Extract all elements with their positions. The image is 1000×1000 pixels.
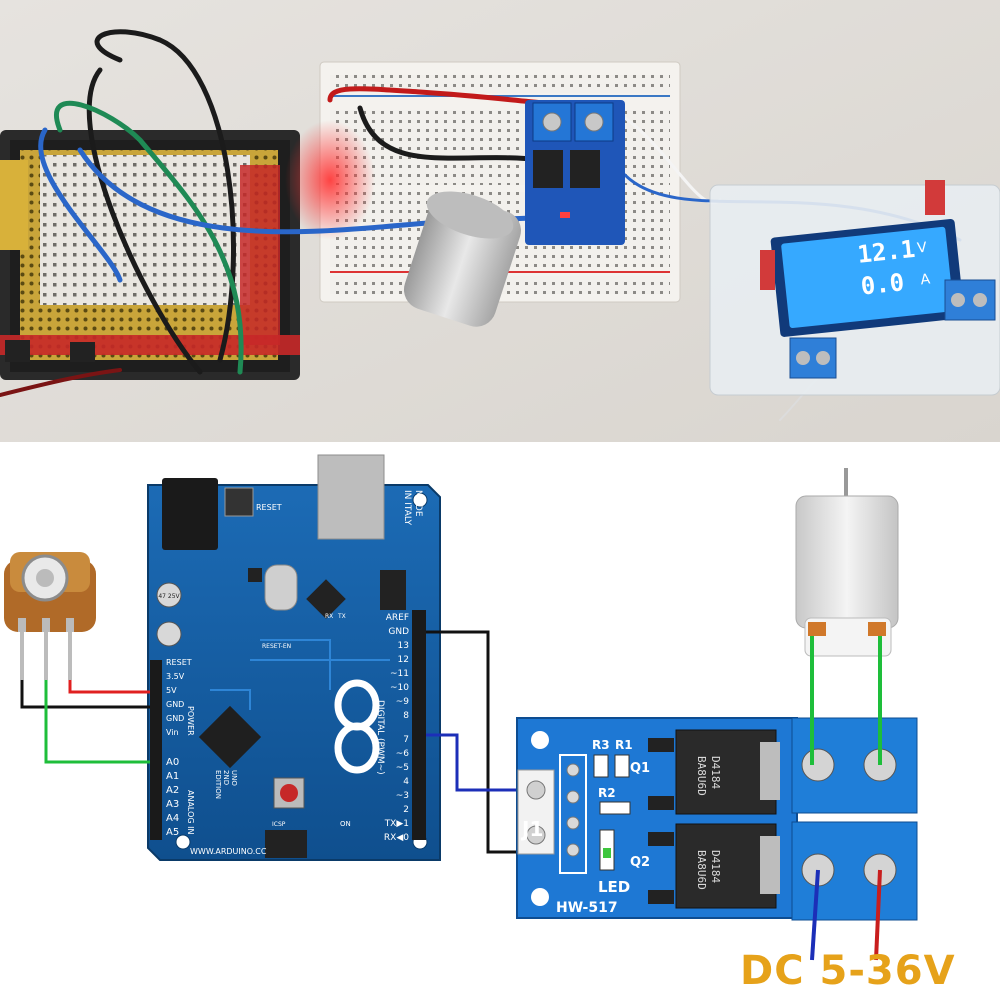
hw517-mosfet-module bbox=[516, 717, 918, 921]
power-pin-label: RESET bbox=[166, 658, 192, 667]
q1-part-number: D4184 bbox=[709, 756, 722, 789]
tx-label: TX bbox=[337, 613, 346, 620]
arduino-logo-icon bbox=[334, 679, 380, 774]
digital-pin-label: ~5 bbox=[396, 763, 409, 773]
power-supply-wires bbox=[810, 869, 882, 961]
edition-label: EDITION bbox=[214, 770, 222, 799]
analog-pin-label: A4 bbox=[166, 813, 179, 824]
digital-pin-label: TX▶1 bbox=[384, 819, 409, 829]
q1-label: Q1 bbox=[630, 761, 650, 776]
digital-pin-label: 2 bbox=[403, 805, 409, 815]
analog-pin-label: A2 bbox=[166, 785, 179, 796]
power-pin-label: 3.5V bbox=[166, 672, 185, 681]
lcd-voltage: 12.1 bbox=[856, 235, 916, 269]
r1-label: R1 bbox=[615, 738, 633, 752]
in-italy-label: IN ITALY bbox=[402, 490, 412, 526]
photo-mosfet-module bbox=[525, 100, 625, 245]
digital-pin-label: ~3 bbox=[396, 791, 409, 801]
microcontroller bbox=[198, 705, 262, 769]
analog-pin-label: A0 bbox=[166, 757, 179, 768]
digital-pin-label: 12 bbox=[398, 655, 409, 665]
digital-pin-label: 8 bbox=[403, 711, 409, 721]
wiring-diagram: MADE IN ITALY RESET RESET-EN ICSP ON WWW… bbox=[4, 454, 918, 961]
usb-port bbox=[317, 454, 385, 540]
lcd-current: 0.0 bbox=[859, 268, 905, 300]
digital-pin-label: ~10 bbox=[390, 683, 409, 693]
power-label: POWER bbox=[186, 706, 195, 736]
power-pin-label: GND bbox=[166, 700, 184, 709]
uno-label: UNO bbox=[230, 770, 238, 786]
digital-pin-label: AREF bbox=[386, 613, 409, 623]
rx-label: RX bbox=[325, 613, 333, 620]
motor-wires bbox=[810, 636, 882, 765]
q2-part-number: D4184 bbox=[709, 850, 722, 883]
lcd-voltage-unit: V bbox=[916, 240, 928, 257]
q2-label: Q2 bbox=[630, 855, 650, 870]
potentiometer bbox=[4, 552, 96, 680]
power-pin-label: Vin bbox=[166, 728, 179, 737]
photo-buck-converter: 12.1 V 0.0 A bbox=[709, 180, 1000, 396]
analog-pin-label: A3 bbox=[166, 799, 179, 810]
digital-pin-label: RX◀0 bbox=[384, 833, 409, 843]
dc-motor bbox=[795, 468, 899, 657]
digital-pin-label: 7 bbox=[403, 735, 409, 745]
reset-label-top: RESET bbox=[256, 503, 282, 512]
digital-pin-label: 4 bbox=[403, 777, 409, 787]
reset-en-label: RESET-EN bbox=[262, 643, 291, 650]
analog-pin-label: A5 bbox=[166, 827, 179, 838]
analog-pin-label: A1 bbox=[166, 771, 179, 782]
power-pin-label: 5V bbox=[166, 686, 177, 695]
signal-wires bbox=[426, 630, 522, 854]
lcd-current-unit: A bbox=[920, 271, 932, 288]
photo-motor bbox=[403, 191, 521, 327]
reset-button-icon bbox=[280, 784, 298, 802]
arduino-url: WWW.ARDUINO.CC bbox=[190, 847, 267, 856]
digital-pin-label: ~6 bbox=[396, 749, 410, 759]
power-supply-caption: DC 5-36V bbox=[740, 948, 956, 994]
q1-part-code: BA8U6D bbox=[695, 756, 708, 796]
on-label: ON bbox=[340, 820, 351, 828]
cap-label: 47 25V bbox=[158, 593, 180, 600]
made-label: MADE bbox=[413, 490, 423, 517]
potentiometer-wires bbox=[20, 680, 150, 764]
breadboard-photo: 12.1 V 0.0 A bbox=[0, 0, 1000, 442]
digital-pin-label: ~9 bbox=[396, 697, 410, 707]
analog-label: ANALOG IN bbox=[186, 790, 195, 835]
digital-pin-label: GND bbox=[388, 627, 409, 637]
arduino-uno-board bbox=[147, 454, 441, 861]
power-jack bbox=[162, 478, 218, 550]
led-label: LED bbox=[598, 878, 630, 896]
r3-label: R3 bbox=[592, 738, 610, 752]
j1-label: J1 bbox=[520, 817, 543, 841]
digital-label: DIGITAL (PWM~) bbox=[375, 700, 385, 775]
module-name: HW-517 bbox=[556, 900, 618, 916]
digital-pin-label: 13 bbox=[398, 641, 409, 651]
digital-pin-label: ~11 bbox=[390, 669, 409, 679]
q2-part-code: BA8U6D bbox=[695, 850, 708, 890]
second-label: 2ND bbox=[222, 770, 230, 785]
r2-label: R2 bbox=[598, 786, 616, 800]
icsp-label: ICSP bbox=[272, 821, 286, 828]
power-pin-label: GND bbox=[166, 714, 184, 723]
